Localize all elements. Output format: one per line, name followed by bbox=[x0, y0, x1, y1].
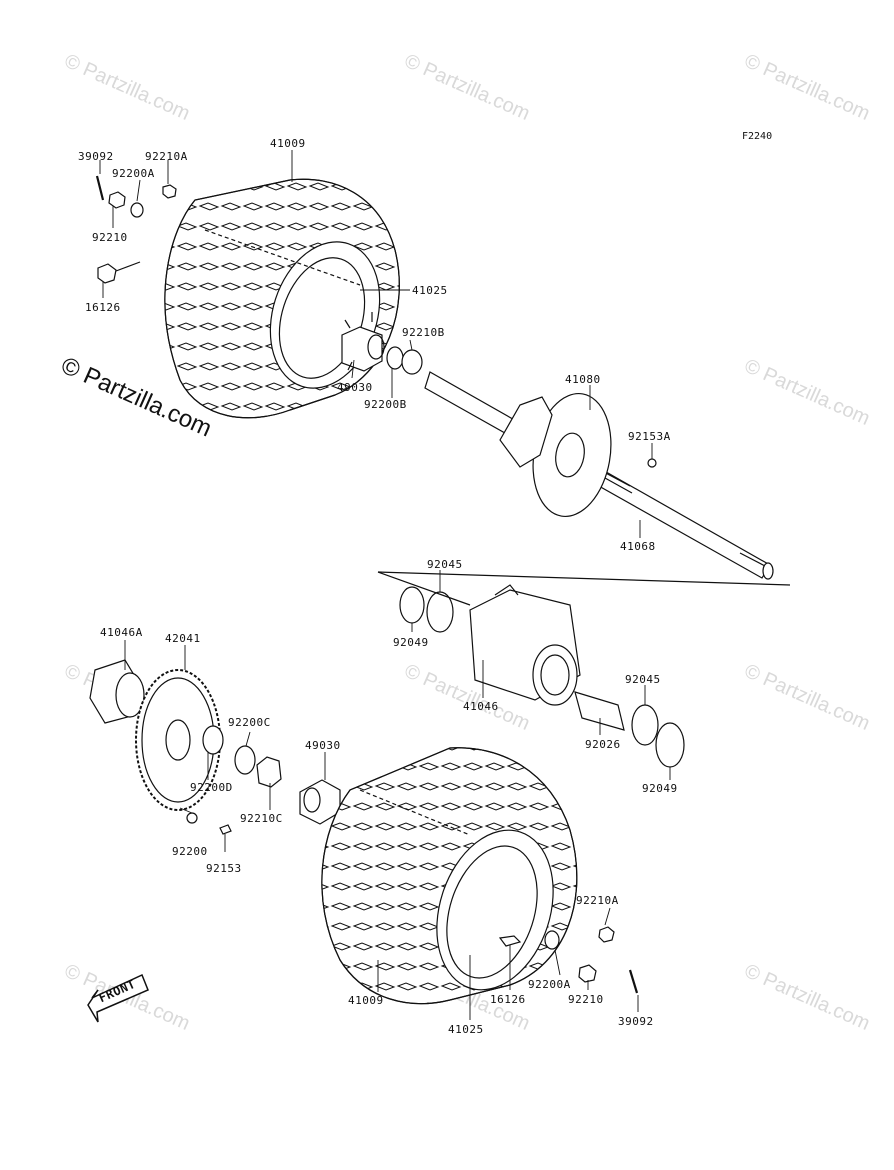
part-label[interactable]: 41046A bbox=[100, 626, 143, 639]
part-label[interactable]: 92049 bbox=[642, 782, 678, 795]
part-label[interactable]: 92210 bbox=[568, 993, 604, 1006]
nut-92210B bbox=[401, 349, 423, 375]
part-label[interactable]: 41009 bbox=[270, 137, 306, 150]
sprocket-hub-41046A bbox=[89, 659, 145, 724]
part-label[interactable]: 92200D bbox=[190, 781, 233, 794]
part-label[interactable]: 92200C bbox=[228, 716, 271, 729]
hub-49030-top bbox=[341, 312, 385, 372]
part-label[interactable]: 92153 bbox=[206, 862, 242, 875]
part-label[interactable]: 41046 bbox=[463, 700, 499, 713]
part-label[interactable]: 92045 bbox=[625, 673, 661, 686]
seal-92049-left bbox=[399, 586, 425, 624]
part-label[interactable]: 92200 bbox=[172, 845, 208, 858]
pin-39092-bottom bbox=[628, 969, 639, 994]
part-label[interactable]: 41025 bbox=[412, 284, 448, 297]
part-label[interactable]: 92210 bbox=[92, 231, 128, 244]
part-label[interactable]: 39092 bbox=[618, 1015, 654, 1028]
part-label[interactable]: 16126 bbox=[490, 993, 526, 1006]
nut-92210C bbox=[256, 756, 282, 788]
part-label[interactable]: 92026 bbox=[585, 738, 621, 751]
washer-92200C bbox=[234, 745, 256, 775]
washer-92200B bbox=[386, 346, 404, 370]
part-label[interactable]: 41025 bbox=[448, 1023, 484, 1036]
diagram-code: F2240 bbox=[742, 131, 773, 142]
part-label[interactable]: 92153A bbox=[628, 430, 671, 443]
part-label[interactable]: 92049 bbox=[393, 636, 429, 649]
tire-bottom bbox=[321, 747, 578, 1005]
part-label[interactable]: 41068 bbox=[620, 540, 656, 553]
part-label[interactable]: 92210B bbox=[402, 326, 445, 339]
front-arrow-icon bbox=[87, 973, 149, 1023]
collar-92026 bbox=[574, 691, 625, 731]
seal-92049-right bbox=[655, 722, 685, 768]
part-label[interactable]: 39092 bbox=[78, 150, 114, 163]
valve-16126-bottom bbox=[498, 935, 522, 947]
part-label[interactable]: 92200B bbox=[364, 398, 407, 411]
part-label[interactable]: 92200A bbox=[112, 167, 155, 180]
nut-92210A-bottom bbox=[598, 926, 615, 943]
part-label[interactable]: 92045 bbox=[427, 558, 463, 571]
part-label[interactable]: 41080 bbox=[565, 373, 601, 386]
nut-92210-bottom bbox=[578, 964, 597, 983]
sprocket-42041 bbox=[135, 669, 221, 811]
part-label[interactable]: 41009 bbox=[348, 994, 384, 1007]
tire-top bbox=[164, 178, 400, 419]
part-label[interactable]: 16126 bbox=[85, 301, 121, 314]
part-label[interactable]: 49030 bbox=[305, 739, 341, 752]
washer-92200 bbox=[186, 812, 198, 824]
brake-disc-41080 bbox=[499, 392, 657, 518]
washer-92200D bbox=[202, 725, 224, 755]
part-label[interactable]: 42041 bbox=[165, 632, 201, 645]
part-label[interactable]: 92210C bbox=[240, 812, 283, 825]
part-label[interactable]: 92210A bbox=[145, 150, 188, 163]
hardware-top-left bbox=[95, 175, 177, 284]
bolt-92153 bbox=[219, 824, 232, 835]
bearing-92045-right bbox=[631, 704, 659, 746]
bearing-housing-41046 bbox=[469, 584, 581, 706]
washer-92200A-bottom bbox=[544, 930, 560, 950]
part-label[interactable]: 92210A bbox=[576, 894, 619, 907]
part-label[interactable]: 49030 bbox=[337, 381, 373, 394]
part-label[interactable]: 92200A bbox=[528, 978, 571, 991]
